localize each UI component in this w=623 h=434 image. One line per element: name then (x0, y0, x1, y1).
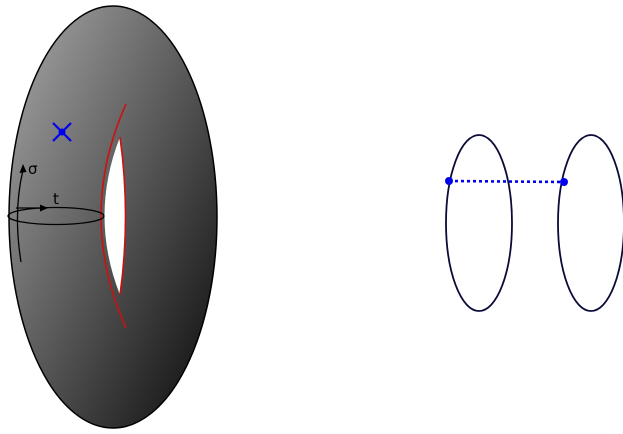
t-label: t (53, 190, 59, 208)
connector-endpoint-right (560, 178, 568, 186)
boundary-circle-left (445, 134, 513, 312)
dotted-connector (448, 179, 565, 184)
surface-figure: σ t (7, 5, 218, 429)
cut-line-left (100, 103, 127, 329)
sigma-label: σ (28, 160, 38, 178)
t-arrow (16, 204, 48, 212)
boundary-circle-right (557, 134, 623, 312)
sigma-arrow (16, 164, 27, 263)
insertion-cross-marker (52, 122, 72, 142)
cut-line-right (119, 136, 127, 296)
cut-hole (104, 137, 126, 295)
boundary-circles-figure (445, 134, 623, 312)
time-circle (7, 206, 105, 226)
connector-endpoint-left (445, 177, 453, 185)
